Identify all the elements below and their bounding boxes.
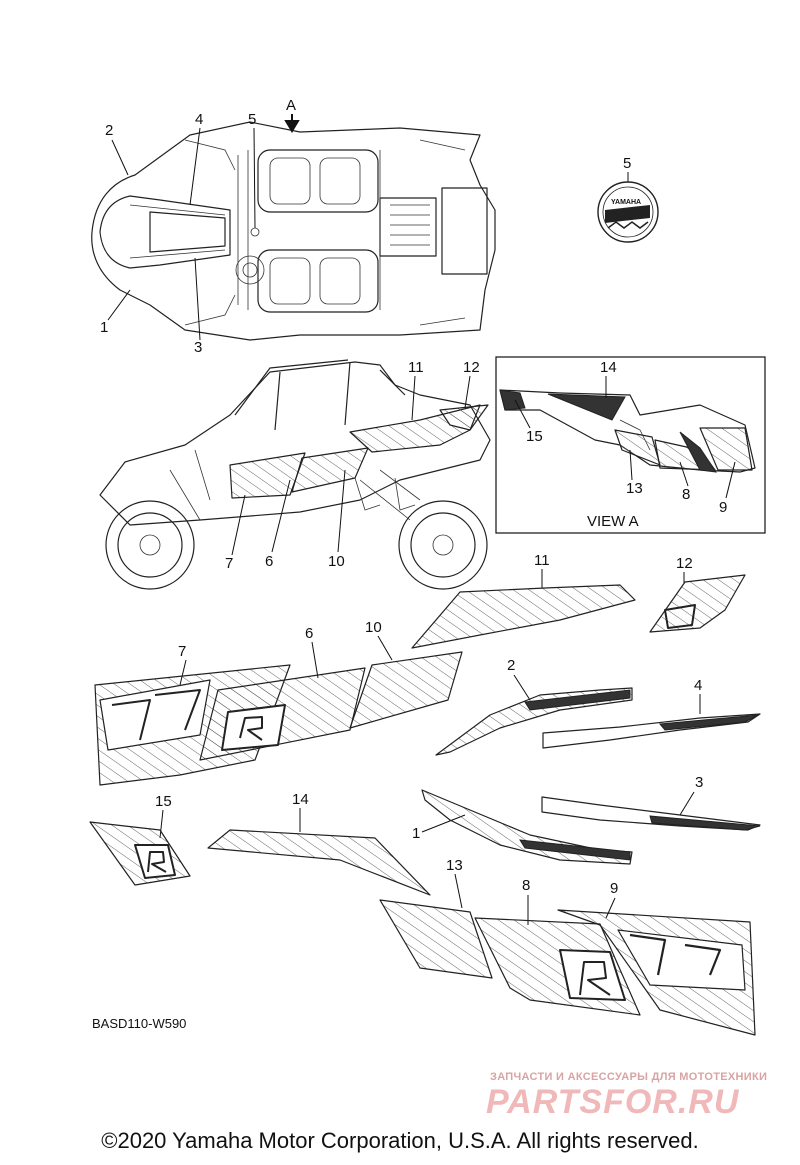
callout-number: 9: [719, 499, 727, 516]
callout-number: 15: [155, 793, 172, 810]
side-view-callouts: 11 12 7 6 10: [225, 359, 480, 572]
callout-number: 1: [100, 319, 108, 336]
view-a-box: VIEW A 14 15 13 8 9: [495, 356, 766, 534]
callout-number: 11: [408, 359, 424, 376]
decal-part-3: 3: [541, 774, 761, 831]
view-arrow-label: A: [286, 97, 296, 114]
callout-number: 2: [105, 122, 113, 139]
callout-number: 3: [695, 774, 703, 791]
callout-number: 5: [623, 155, 631, 172]
decal-part-8: 8: [474, 877, 641, 1016]
callout-number: 10: [365, 619, 382, 636]
callout-number: 14: [292, 791, 309, 808]
top-view-vehicle: [91, 121, 496, 341]
decal-part-6: 6: [199, 625, 366, 761]
callout-number: 1: [412, 825, 420, 842]
callout-number: 15: [526, 428, 543, 445]
callout-number: 6: [305, 625, 313, 642]
drawing-code: BASD110-W590: [92, 1016, 187, 1031]
callout-number: 11: [534, 552, 550, 569]
watermark-tagline: ЗАПЧАСТИ И АКСЕССУАРЫ ДЛЯ МОТОТЕХНИКИ: [490, 1071, 768, 1083]
decal-part-11: 11: [411, 552, 636, 649]
callout-number: 9: [610, 880, 618, 897]
callout-number: 12: [676, 555, 693, 572]
callout-number: 5: [248, 111, 256, 128]
badge-sticker: 5 YAMAHA: [597, 155, 659, 243]
callout-number: 2: [507, 657, 515, 674]
top-view-callouts: 2 4 5 1 3: [100, 111, 256, 356]
copyright-footer: ©2020 Yamaha Motor Corporation, U.S.A. A…: [101, 1128, 699, 1153]
callout-number: 7: [178, 643, 186, 660]
callout-number: 6: [265, 553, 273, 570]
callout-number: 13: [626, 480, 643, 497]
decal-part-14: 14: [207, 791, 431, 896]
decal-part-4: 4: [542, 677, 761, 749]
decal-part-9: 9: [557, 880, 756, 1036]
callout-number: 12: [463, 359, 480, 376]
badge-text: YAMAHA: [611, 199, 641, 206]
decal-part-10: 10: [349, 619, 463, 729]
callout-number: 4: [195, 111, 203, 128]
callout-number: 13: [446, 857, 463, 874]
side-view-vehicle: [99, 359, 491, 590]
callout-number: 10: [328, 553, 345, 570]
decal-part-13: 13: [379, 857, 493, 979]
decal-part-12: 12: [649, 555, 746, 633]
decal-part-1: 1: [412, 789, 633, 865]
callout-number: 8: [522, 877, 530, 894]
decal-part-15: 15: [89, 793, 191, 886]
view-a-label: VIEW A: [587, 513, 639, 530]
callout-number: 3: [194, 339, 202, 356]
view-arrow-a: A: [284, 97, 300, 133]
callout-number: 14: [600, 359, 617, 376]
decal-part-2: 2: [435, 657, 633, 756]
watermark-logo: PARTSFOR.RU: [486, 1083, 740, 1121]
callout-number: 7: [225, 555, 233, 572]
callout-number: 4: [694, 677, 702, 694]
callout-number: 8: [682, 486, 690, 503]
